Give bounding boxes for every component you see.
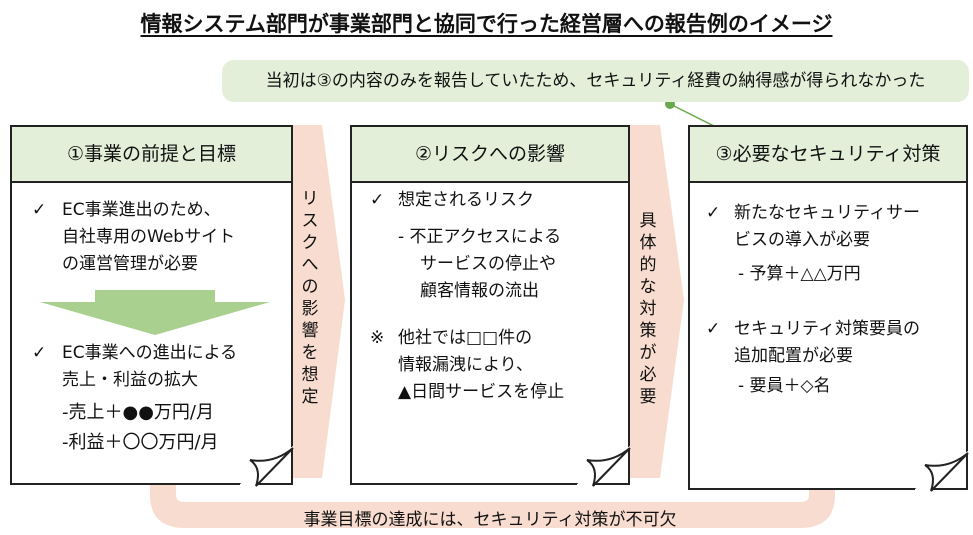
- note-mark: ※: [370, 328, 385, 348]
- check-icon: ✓: [370, 190, 385, 210]
- check-icon: ✓: [32, 343, 47, 363]
- check-icon: ✓: [32, 200, 47, 220]
- panel-2-item-1: 想定されるリスク: [398, 190, 534, 210]
- panel-3-page-curl: [915, 451, 969, 492]
- panel-1-item-1-line-3: の運営管理が必要: [62, 254, 198, 274]
- note-callout: 当初は③の内容のみを報告していたため、セキュリティ経費の納得感が得られなかった: [222, 60, 969, 102]
- panel-2-note: 他社では□□件の 情報漏洩により、 ▲日間サービスを停止: [398, 325, 564, 406]
- panel-security-measures: ③必要なセキュリティ対策: [688, 125, 968, 490]
- panel-2-note-line-3: ▲日間サービスを停止: [398, 382, 565, 402]
- page-title: 情報システム部門が事業部門と協同で行った経営層への報告例のイメージ: [140, 12, 833, 36]
- arrow-1-label: リスク への影 響を想 定: [301, 189, 319, 407]
- panel-2-sub-line-1: - 不正アクセスによる: [398, 227, 562, 247]
- panel-3-item-2: セキュリティ対策要員の 追加配置が必要: [734, 316, 920, 370]
- panel-3-item-1-line-2: ビスの導入が必要: [734, 230, 870, 250]
- panel-3-item-2-line-2: 追加配置が必要: [734, 346, 853, 366]
- panel-3-item-1-line-1: 新たなセキュリティサー: [734, 203, 920, 223]
- check-icon: ✓: [706, 319, 721, 339]
- panel-3-heading: ③必要なセキュリティ対策: [690, 127, 966, 183]
- bottom-label: 事業目標の達成には、セキュリティ対策が不可欠: [303, 510, 677, 530]
- arrow-2-shape: [628, 125, 684, 478]
- panel-3-sub-1: - 予算＋△△万円: [738, 264, 861, 284]
- note-connector-line: [669, 103, 719, 129]
- panel-1-heading: ①事業の前提と目標: [12, 127, 291, 183]
- panel-1-item-1: EC事業進出のため、 自社専用のWebサイト の運営管理が必要: [62, 197, 235, 278]
- panel-3-sub-2: - 要員＋◇名: [738, 376, 831, 396]
- arrow-2-label: 具体的 な対策 が必要: [639, 211, 657, 407]
- panel-2-heading: ②リスクへの影響: [352, 127, 628, 183]
- panel-risk-impact: ②リスクへの影響: [350, 125, 630, 485]
- panel-2-note-line-1: 他社では□□件の: [398, 328, 533, 348]
- panel-1-item-2: EC事業への進出による 売上・利益の拡大: [62, 340, 237, 394]
- panel-2-subitems: - 不正アクセスによる サービスの停止や 顧客情報の流出: [398, 224, 561, 305]
- panel-2-sub-line-2: サービスの停止や: [420, 254, 556, 274]
- down-arrow-icon: [40, 290, 270, 335]
- check-icon: ✓: [706, 203, 721, 223]
- panel-1-item-1-line-1: EC事業進出のため、: [62, 200, 221, 220]
- panel-1-sub-profit: -利益＋〇〇万円/月: [62, 432, 219, 453]
- panel-3-item-2-line-1: セキュリティ対策要員の: [734, 319, 920, 339]
- panel-1-item-1-line-2: 自社専用のWebサイト: [62, 227, 236, 247]
- panel-2-note-line-2: 情報漏洩により、: [398, 355, 533, 375]
- note-text: 当初は③の内容のみを報告していたため、セキュリティ経費の納得感が得られなかった: [265, 71, 926, 91]
- panel-2-sub-line-3: 顧客情報の流出: [420, 281, 539, 301]
- panel-1-item-2-line-2: 売上・利益の拡大: [62, 370, 198, 390]
- bottom-loop-arrow: [150, 462, 850, 528]
- panel-1-subitems: -売上＋●●万円/月 -利益＋〇〇万円/月: [62, 398, 219, 458]
- panel-1-sub-sales: -売上＋●●万円/月: [62, 402, 214, 423]
- panel-1-page-curl: [240, 446, 294, 487]
- panel-3-item-1: 新たなセキュリティサー ビスの導入が必要: [734, 200, 920, 254]
- panel-1-item-2-line-1: EC事業への進出による: [62, 343, 238, 363]
- arrow-1-shape: [292, 125, 345, 478]
- panel-2-page-curl: [577, 446, 631, 487]
